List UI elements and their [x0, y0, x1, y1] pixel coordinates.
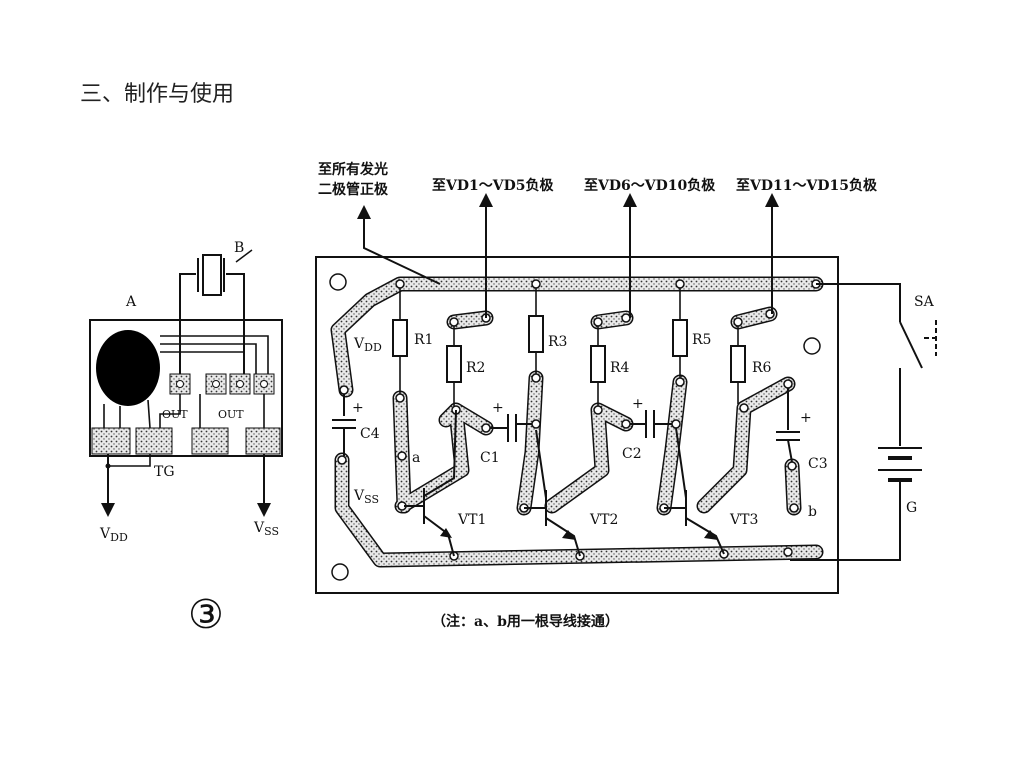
pcb-board: + + + + VDD VSS C4 R1 R2 R3 R4 R5 R6 C1 … [315, 256, 839, 594]
label-r6: R6 [752, 360, 772, 376]
label-to-vd6-10: 至VD6～VD10负极 [584, 177, 716, 194]
resistor-r1 [392, 319, 408, 357]
label-all-led-anode-1: 至所有发光 [318, 161, 388, 178]
label-node-b: b [808, 504, 817, 520]
transistor-vt3 [664, 427, 725, 555]
switch-sa [899, 321, 923, 369]
module-pad [91, 427, 131, 455]
capacitor-c3 [776, 388, 800, 463]
crystal [202, 254, 222, 296]
svg-text:+: + [632, 396, 644, 412]
mount-hole [803, 337, 821, 355]
figure-number: ③ [188, 592, 224, 638]
capacitor-c2 [630, 410, 672, 438]
label-c4: C4 [360, 426, 380, 442]
module-vdd-label: VDD [99, 526, 128, 544]
transistor-vt1 [404, 409, 457, 557]
label-g: G [906, 500, 917, 516]
label-c3: C3 [808, 456, 828, 472]
label-r1: R1 [414, 332, 433, 348]
svg-text:+: + [352, 400, 364, 416]
label-all-led-anode-2: 二极管正极 [318, 181, 389, 198]
svg-text:+: + [492, 400, 504, 416]
capacitor-c1 [490, 414, 532, 442]
battery-g [878, 447, 922, 482]
label-r3: R3 [548, 334, 567, 350]
label-tg: TG [154, 464, 175, 480]
chip-blob [96, 330, 160, 406]
module-pad [245, 427, 281, 455]
label-r4: R4 [610, 360, 630, 376]
output-leads: 至所有发光 二极管正极 至VD1～VD5负极 至VD6～VD10负极 至VD11… [318, 161, 878, 318]
svg-text:+: + [800, 410, 812, 426]
label-b: B [234, 240, 244, 256]
switch-battery: SA G [790, 283, 937, 561]
board-vdd-label: VDD [353, 336, 382, 354]
mount-hole [329, 273, 347, 291]
module-vss-label: VSS [253, 520, 279, 538]
board-vss-label: VSS [353, 488, 379, 506]
resistor-r4 [590, 345, 606, 383]
label-sa: SA [914, 294, 935, 310]
capacitor-c4 [332, 394, 356, 456]
out-label-1: OUT [162, 408, 188, 421]
label-vt1: VT1 [457, 512, 486, 528]
label-c1: C1 [480, 450, 500, 466]
slide-heading: 三、制作与使用 [80, 82, 235, 107]
label-vt2: VT2 [589, 512, 618, 528]
note-text: （注：a、b用一根导线接通） [432, 613, 619, 630]
resistor-r5 [672, 319, 688, 357]
label-to-vd11-15: 至VD11～VD15负极 [736, 177, 878, 194]
out-label-2: OUT [218, 408, 244, 421]
resistor-r2 [446, 345, 462, 383]
sound-module: OUT OUT B A TG VDD VSS [89, 240, 283, 544]
label-c2: C2 [622, 446, 642, 462]
resistor-r3 [528, 315, 544, 353]
transistor-vt2 [524, 429, 581, 557]
label-to-vd1-5: 至VD1～VD5负极 [432, 177, 554, 194]
resistor-r6 [730, 345, 746, 383]
module-pad [191, 427, 229, 455]
label-vt3: VT3 [729, 512, 758, 528]
label-a: A [125, 294, 137, 310]
label-r2: R2 [466, 360, 485, 376]
label-node-a: a [412, 450, 420, 466]
mount-hole [331, 563, 349, 581]
label-r5: R5 [692, 332, 711, 348]
module-pad [135, 427, 173, 455]
